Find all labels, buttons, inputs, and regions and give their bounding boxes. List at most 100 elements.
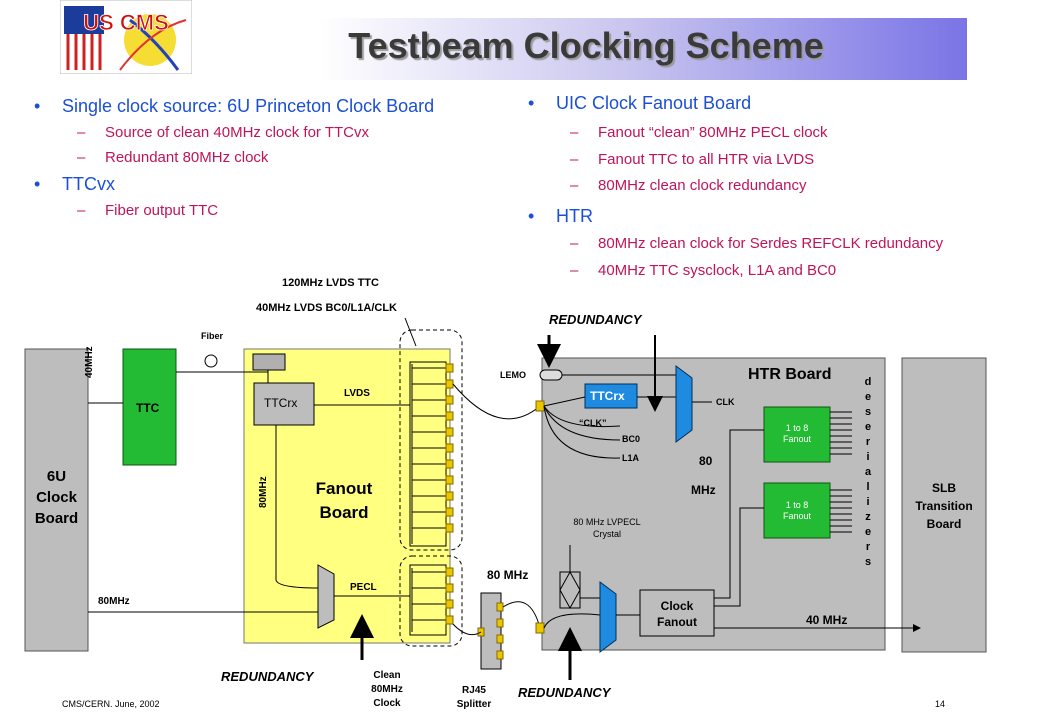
label-80mhz-vertical: 80MHz — [258, 476, 269, 508]
deserializers-char: e — [864, 526, 872, 538]
sub-text: 80MHz clean clock for Serdes REFCLK redu… — [598, 235, 944, 252]
lvds-connector-block — [409, 361, 447, 547]
crystal-line: 80 MHz LVPECL — [573, 517, 641, 527]
sub-text: Redundant 80MHz clock — [105, 149, 269, 166]
lvds-label: LVDS — [344, 388, 370, 399]
label-40mhz-out: 40 MHz — [806, 613, 848, 627]
clock-board-label: 6U Clock Board — [25, 466, 88, 529]
fanout-board-label: Fanout Board — [302, 477, 386, 525]
sub-dash: – — [77, 124, 86, 141]
page-title: Testbeam Clocking Scheme — [348, 25, 824, 66]
sub-bullet: – Fiber output TTC — [77, 202, 219, 219]
fanout-ttcrx-box — [253, 382, 315, 426]
sub-dash: – — [570, 235, 579, 252]
ttc-label: TTC — [136, 401, 160, 415]
fanout-1to8-line: 1 to 8 — [785, 500, 809, 510]
label-fiber: Fiber — [201, 331, 224, 341]
bullet-dot: • — [34, 174, 41, 194]
sub-bullet: – Fanout TTC to all HTR via LVDS — [570, 151, 814, 168]
bullet-text: UIC Clock Fanout Board — [556, 93, 752, 113]
clock-80mhz-line — [275, 425, 319, 589]
fanout-1to8-b — [763, 482, 831, 539]
clk-quoted-label: “CLK” — [579, 418, 607, 428]
rj45-line: RJ45 — [462, 685, 486, 696]
bullet-dot: • — [528, 93, 535, 113]
pecl-in-line — [543, 613, 601, 629]
pecl-group-outline — [399, 555, 463, 647]
clock-board-line: 6U — [46, 468, 67, 485]
sub-dash: – — [570, 262, 579, 279]
deserializers-char: e — [864, 391, 872, 403]
sub-text: Fiber output TTC — [105, 202, 219, 219]
clock-fanout-label: Clock Fanout — [640, 598, 714, 630]
label-120mhz-lvds: 120MHz LVDS TTC — [282, 277, 379, 289]
pecl-connector-block — [409, 564, 447, 636]
htr-mux-top — [675, 365, 693, 443]
htr-ttcrx-box — [584, 383, 638, 409]
fanout-board-line: Fanout — [315, 479, 373, 498]
bullet-dot: • — [528, 206, 535, 226]
deserializers-char: e — [864, 421, 872, 433]
slb-line: Transition — [915, 499, 973, 513]
deserializers-char: r — [865, 436, 871, 448]
htr-mux-bottom — [599, 581, 617, 653]
footer-left: CMS/CERN. June, 2002 — [62, 699, 160, 709]
clock-board-line: Board — [34, 510, 79, 527]
crystal-line: Crystal — [592, 529, 621, 539]
lvds-connector-lines — [411, 364, 446, 544]
fanout-to-1to8-a — [714, 429, 764, 599]
bullet-dot: • — [34, 96, 41, 116]
fanout-1to8-line: 1 to 8 — [785, 423, 809, 433]
lvds-group-outline — [399, 329, 463, 551]
clock-board-6u — [24, 348, 89, 652]
fanout-ttcrx-label: TTCrx — [264, 396, 298, 410]
sub-dash: – — [570, 124, 579, 141]
lvds-cable — [452, 383, 541, 420]
slb-label: SLB Transition Board — [902, 479, 986, 533]
sub-dash: – — [570, 151, 579, 168]
bullet-ttcvx: • TTCvx — [34, 174, 115, 195]
fanout-1to8-a-label: 1 to 8 Fanout — [764, 423, 830, 445]
sub-text: Fanout “clean” 80MHz PECL clock — [598, 124, 828, 141]
label-40mhz-lvds: 40MHz LVDS BC0/L1A/CLK — [256, 302, 397, 314]
lemo-connector — [539, 369, 563, 381]
rj45-line: Splitter — [456, 699, 492, 710]
fanout-1to8-a — [763, 406, 831, 463]
bullet-text: Single clock source: 6U Princeton Clock … — [62, 96, 435, 116]
sub-dash: – — [77, 202, 86, 219]
clock-board-line: Clock — [36, 489, 77, 506]
crystal-label: 80 MHz LVPECL Crystal — [555, 516, 659, 540]
deserializers-char: d — [864, 376, 872, 388]
clean-clock-line: Clock — [373, 698, 401, 709]
label-80mhz-mid: 80 MHz — [487, 568, 529, 582]
ttcrx-input — [543, 396, 586, 407]
pecl-to-rj45 — [452, 623, 482, 636]
ttc-box — [122, 348, 177, 466]
clock-fanout-line: Fanout — [657, 615, 697, 629]
deserializers-char: z — [865, 511, 871, 523]
lvds-connector-pins — [445, 363, 454, 533]
bullet-htr: • HTR — [528, 206, 593, 227]
l1a-label: L1A — [622, 453, 640, 463]
pecl-connector-pins — [445, 567, 454, 625]
deserializers-char: l — [866, 481, 870, 493]
sub-bullet: – Fanout “clean” 80MHz PECL clock — [570, 124, 828, 141]
deserializers-char: a — [864, 466, 872, 478]
rj45-label: RJ45 Splitter — [447, 684, 501, 712]
clean-clock-line: Clean — [373, 670, 401, 681]
clock-fanout-line: Clock — [660, 599, 694, 613]
bullet-uic-fanout: • UIC Clock Fanout Board — [528, 93, 752, 114]
clk-quoted-line — [543, 405, 621, 428]
sub-bullet: – Redundant 80MHz clock — [77, 149, 269, 166]
bc0-line — [543, 405, 621, 441]
clk-label: CLK — [716, 397, 735, 407]
page-number: 14 — [935, 699, 946, 709]
pecl-connector-lines — [411, 568, 446, 632]
fanout-1to8-line: Fanout — [782, 434, 812, 444]
label-80: 80 — [699, 454, 713, 468]
sub-dash: – — [77, 149, 86, 166]
sub-text: Source of clean 40MHz clock for TTCvx — [105, 124, 369, 141]
htr-pecl-pin — [535, 622, 545, 634]
l1a-line — [543, 405, 621, 459]
bc0-label: BC0 — [622, 434, 641, 444]
